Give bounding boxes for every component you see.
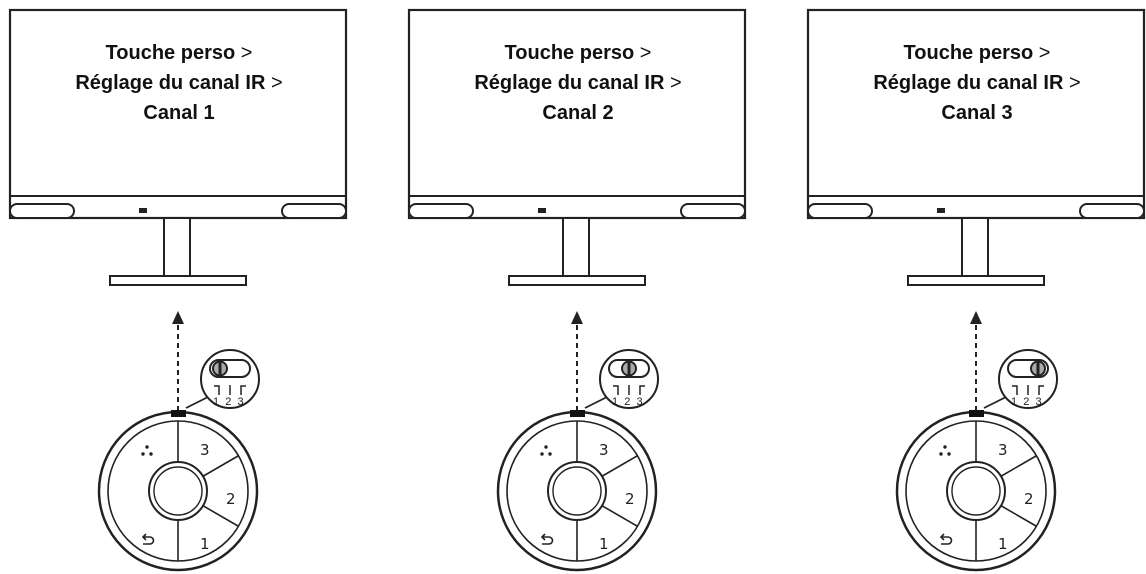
switch-label-1: 1 [1011,396,1018,408]
menu-item-1: Touche perso [105,42,236,64]
remote-button-1[interactable]: 1 [998,535,1008,553]
monitor-stand-neck [562,217,590,277]
switch-label-2: 2 [1023,396,1030,408]
ir-arrow-head [172,311,184,324]
back-arrow-icon [540,533,554,545]
separator-2: > [270,72,283,94]
dots-icon [540,445,552,456]
monitor-stand-base [907,275,1045,286]
speaker-left [408,203,474,219]
switch-label-1: 1 [612,396,619,408]
switch-label-2: 2 [225,396,232,408]
ir-emitter [570,410,585,417]
monitor-frame [8,8,348,220]
monitor-stand-neck [961,217,989,277]
monitor-frame [806,8,1146,220]
monitor-illustration [407,8,747,572]
menu-item-2: Réglage du canal IR [873,72,1064,94]
dots-icon [141,445,153,456]
ir-emitter [969,410,984,417]
switch-labels: 1 2 3 [1011,396,1042,408]
menu-item-1: Touche perso [903,42,1034,64]
speaker-left [9,203,75,219]
speaker-right [281,203,347,219]
monitor-stand-neck [163,217,191,277]
ir-emitter [171,410,186,417]
dots-icon [939,445,951,456]
switch-labels: 1 2 3 [213,396,244,408]
back-arrow-icon [939,533,953,545]
menu-item-2: Réglage du canal IR [75,72,266,94]
monitor-stand-base [508,275,646,286]
remote-button-2[interactable]: 2 [226,490,236,508]
separator-2: > [1068,72,1081,94]
switch-knob [212,360,228,377]
remote-button-2[interactable]: 2 [625,490,635,508]
menu-item-3: Canal 2 [542,102,614,124]
monitor-stand-base [109,275,247,286]
switch-label-3: 3 [636,396,643,408]
monitor-frame [407,8,747,220]
separator-1: > [639,42,652,64]
monitor-screen-text: Touche perso > Réglage du canal IR > Can… [812,38,1142,128]
remote-button-3[interactable]: 3 [998,441,1008,459]
monitor-screen-text: Touche perso > Réglage du canal IR > Can… [14,38,344,128]
remote-button-2[interactable]: 2 [1024,490,1034,508]
ir-arrow-head [571,311,583,324]
remote-button-1[interactable]: 1 [599,535,609,553]
switch-labels: 1 2 3 [612,396,643,408]
switch-position-arrows [613,385,645,395]
menu-item-3: Canal 1 [143,102,215,124]
panel-channel-1: Touche perso > Réglage du canal IR > Can… [0,0,360,574]
monitor-sensor [139,208,147,213]
speaker-left [807,203,873,219]
separator-2: > [669,72,682,94]
back-arrow-icon [141,533,155,545]
monitor-sensor [538,208,546,213]
separator-1: > [240,42,253,64]
speaker-right [680,203,746,219]
switch-label-2: 2 [624,396,631,408]
switch-position-arrows [214,385,246,395]
switch-label-3: 3 [237,396,244,408]
switch-label-3: 3 [1035,396,1042,408]
panel-channel-2: Touche perso > Réglage du canal IR > Can… [399,0,759,574]
monitor-illustration [8,8,348,572]
remote-button-3[interactable]: 3 [599,441,609,459]
switch-knob [1030,360,1046,377]
monitor-illustration [806,8,1146,572]
ir-arrow-head [970,311,982,324]
switch-label-1: 1 [213,396,220,408]
panel-channel-3: Touche perso > Réglage du canal IR > Can… [798,0,1146,574]
remote-button-1[interactable]: 1 [200,535,210,553]
separator-1: > [1038,42,1051,64]
switch-position-arrows [1012,385,1044,395]
remote-button-3[interactable]: 3 [200,441,210,459]
speaker-right [1079,203,1145,219]
monitor-screen-text: Touche perso > Réglage du canal IR > Can… [413,38,743,128]
menu-item-3: Canal 3 [941,102,1013,124]
monitor-sensor [937,208,945,213]
menu-item-1: Touche perso [504,42,635,64]
switch-knob [621,360,637,377]
menu-item-2: Réglage du canal IR [474,72,665,94]
